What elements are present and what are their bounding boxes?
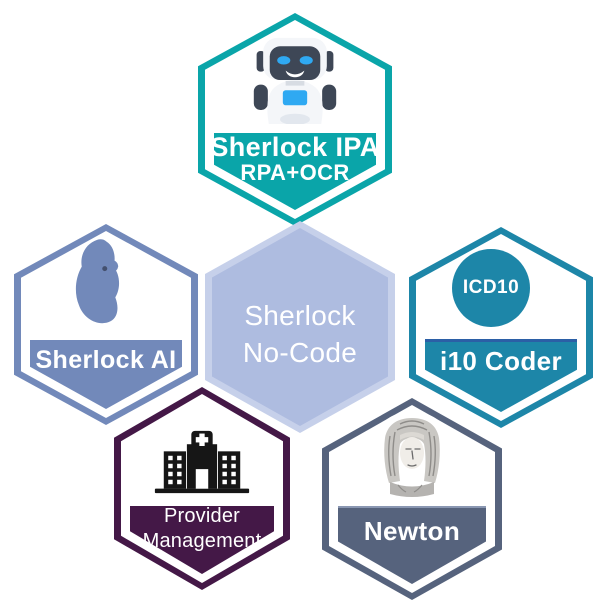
hexagon-title: Sherlock AI bbox=[35, 346, 177, 374]
title-line-1: Provider bbox=[163, 505, 241, 527]
hexagon-provider-management: Provider Management bbox=[114, 387, 290, 590]
hexagon-title: i10 Coder bbox=[439, 346, 563, 376]
hexagon-subtitle: RPA+OCR bbox=[240, 160, 350, 185]
hexagon-i10-coder: ICD10 i10 Coder bbox=[409, 227, 593, 428]
title-line-1: Sherlock bbox=[244, 300, 356, 331]
hexagon-title: Provider Management bbox=[114, 504, 290, 554]
title-line-2: No-Code bbox=[242, 337, 358, 368]
hexagon-sherlock-ai: Sherlock AI bbox=[14, 224, 198, 425]
title-line-2: Management bbox=[142, 530, 262, 552]
hexagon-title: Sherlock No-Code bbox=[205, 297, 395, 371]
sherlock-silhouette-icon bbox=[75, 239, 120, 324]
hexagon-sherlock-no-code: Sherlock No-Code bbox=[205, 221, 395, 433]
icd10-label: ICD10 bbox=[462, 277, 520, 298]
hospital-icon bbox=[154, 430, 250, 494]
hexagon-newton: Newton bbox=[322, 398, 502, 600]
hexagon-title: Sherlock IPA bbox=[210, 132, 380, 162]
robot-icon bbox=[253, 37, 337, 124]
hexagon-border bbox=[322, 398, 502, 600]
icd10-circle-badge: ICD10 bbox=[452, 249, 530, 327]
newton-portrait-icon bbox=[374, 412, 450, 497]
hexagon-border bbox=[205, 221, 395, 433]
hexagon-title: Newton bbox=[363, 516, 461, 546]
hexagon-sherlock-ipa: Sherlock IPA RPA+OCR bbox=[198, 13, 392, 226]
